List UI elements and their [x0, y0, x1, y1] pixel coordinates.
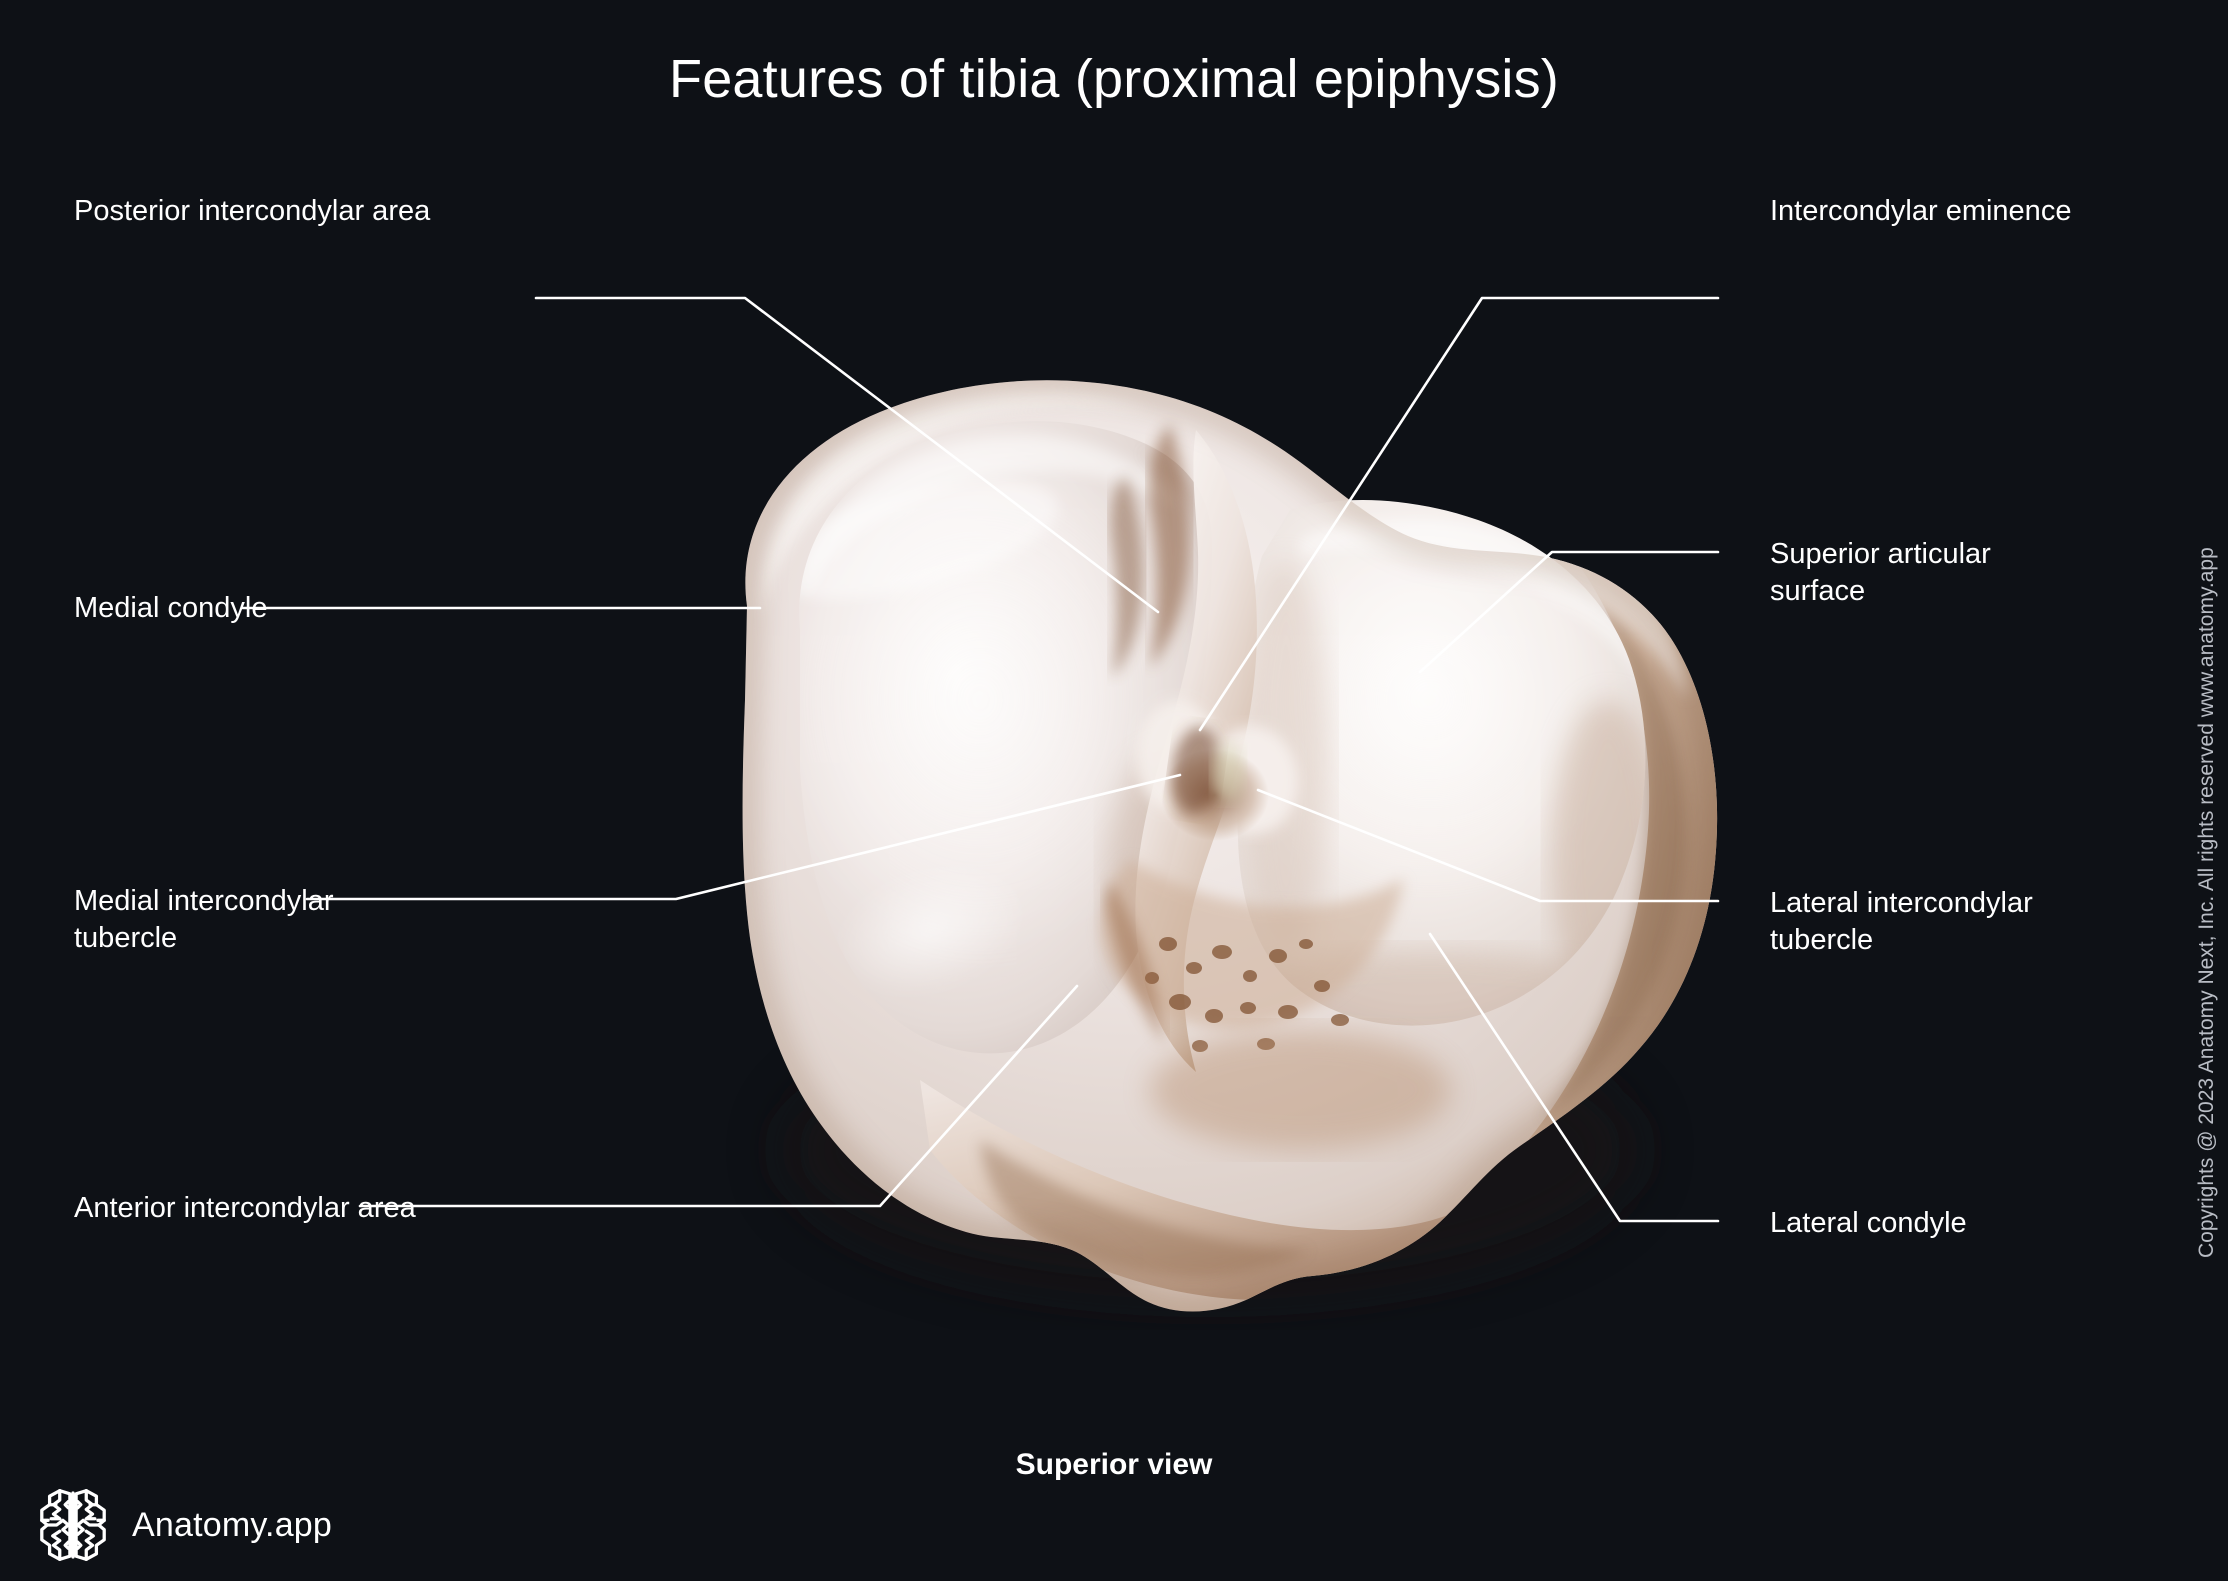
- copyright-text: Copyrights @ 2023 Anatomy Next, Inc. All…: [2195, 547, 2218, 1258]
- brain-logo-icon: [40, 1489, 106, 1561]
- leader-posterior-intercondylar-area: [534, 296, 1160, 614]
- label-line-1: Medial intercondylar: [74, 885, 334, 917]
- intercondylar-eminence-region: [1100, 424, 1450, 1150]
- label-lateral-intercondylar-tubercle: Lateral intercondylar tubercle: [1770, 885, 2033, 959]
- label-line: Intercondylar eminence: [1770, 195, 2072, 227]
- label-line-2: tubercle: [1770, 924, 1874, 956]
- label-line: Medial condyle: [74, 592, 268, 624]
- label-intercondylar-eminence: Intercondylar eminence: [1770, 193, 2071, 230]
- label-line-1: Superior articular: [1770, 538, 1991, 570]
- leader-anterior-intercondylar-area: [358, 984, 1079, 1208]
- label-lateral-condyle: Lateral condyle: [1770, 1205, 1967, 1242]
- medial-condyle-plateau: [799, 421, 1212, 1054]
- page-title: Features of tibia (proximal epiphysis): [669, 49, 1559, 109]
- view-caption: Superior view: [1015, 1448, 1213, 1481]
- label-line-2: surface: [1770, 575, 1866, 607]
- label-line: Lateral condyle: [1770, 1207, 1967, 1239]
- leader-medial-intercondylar-tubercle: [305, 773, 1182, 901]
- brand-name: Anatomy.app: [132, 1505, 333, 1544]
- label-superior-articular-surface: Superior articular surface: [1770, 536, 1991, 610]
- brand-logo[interactable]: Anatomy.app: [34, 1486, 332, 1564]
- leader-intercondylar-eminence: [1198, 296, 1720, 732]
- label-line: Posterior intercondylar area: [74, 195, 431, 227]
- leader-lateral-intercondylar-tubercle: [1256, 788, 1720, 903]
- label-medial-condyle: Medial condyle: [74, 590, 267, 627]
- leader-superior-articular-surface: [1418, 550, 1720, 674]
- label-line: Anterior intercondylar area: [74, 1192, 416, 1224]
- lateral-condyle-plateau: [1237, 499, 1646, 1026]
- copyright-notice: Copyrights @ 2023 Anatomy Next, Inc. All…: [2180, 388, 2218, 1258]
- label-posterior-intercondylar-area: Posterior intercondylar area: [74, 193, 430, 230]
- bone-body: [742, 380, 1718, 1312]
- label-line-2: tubercle: [74, 922, 178, 954]
- label-line-1: Lateral intercondylar: [1770, 887, 2033, 919]
- label-medial-intercondylar-tubercle: Medial intercondylar tubercle: [74, 883, 334, 957]
- leader-lateral-condyle: [1428, 932, 1720, 1223]
- label-anterior-intercondylar-area: Anterior intercondylar area: [74, 1190, 416, 1227]
